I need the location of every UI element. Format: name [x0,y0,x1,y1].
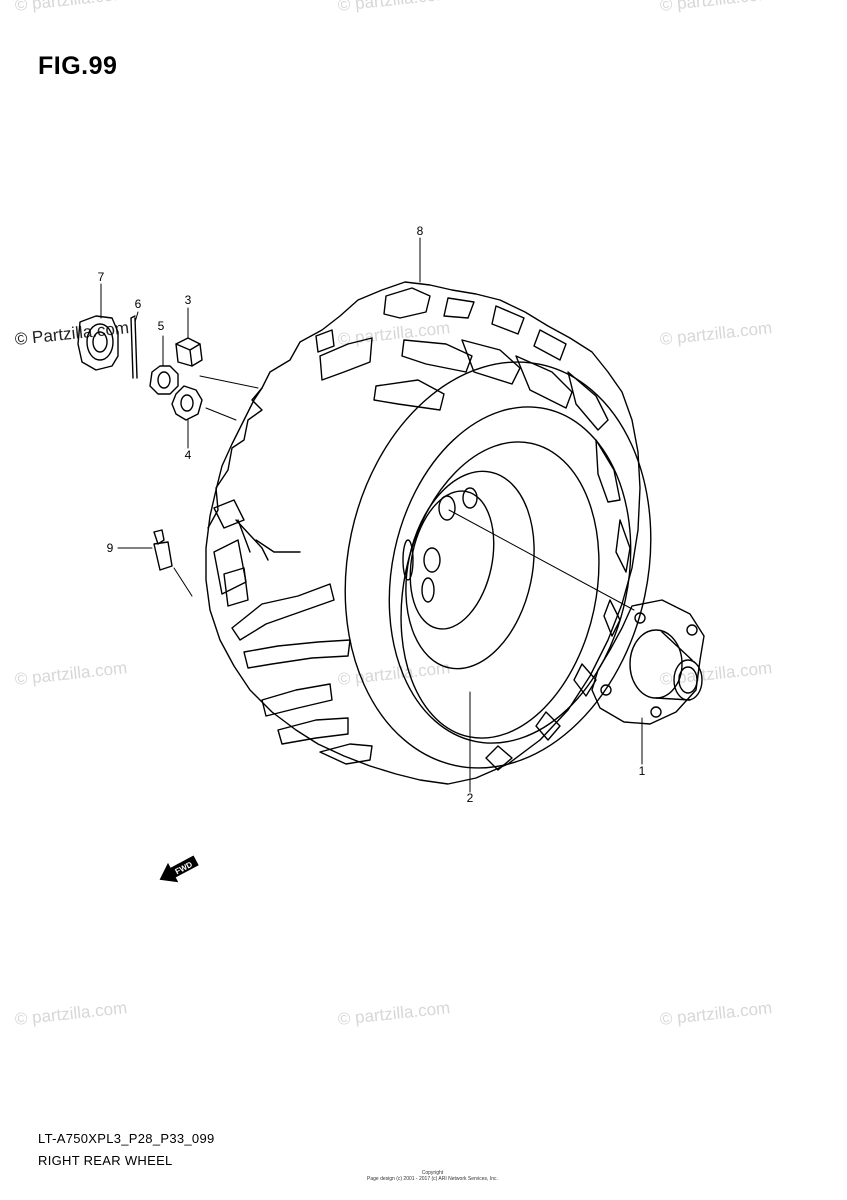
diagram-code: LT-A750XPL3_P28_P33_099 [38,1131,215,1146]
callout-8: 8 [416,224,424,238]
cotter-pin-drawing [130,315,138,379]
tire-drawing [205,281,652,785]
copyright-line-1: Copyright [421,1170,444,1176]
valve-stem-drawing [153,529,173,571]
callout-9: 9 [106,541,114,555]
callout-7: 7 [97,270,105,284]
diagram-name: RIGHT REAR WHEEL [38,1153,173,1168]
callout-5: 5 [157,319,165,333]
callout-1: 1 [638,764,646,778]
callout-3: 3 [184,293,192,307]
callout-4: 4 [184,448,192,462]
callout-6: 6 [134,297,142,311]
wheel-nut-drawing [175,337,203,367]
callout-2: 2 [466,791,474,805]
leader-lines [100,237,643,793]
lock-washer-drawing [149,365,179,395]
retainer-plate-drawing [171,385,203,421]
axle-nut-drawing [77,315,119,371]
fwd-arrow-icon: FWD [159,855,199,883]
copyright-line-2: Page design (c) 2001 - 2017 (c) ARI Netw… [367,1176,498,1182]
copyright-notice: Copyright Page design (c) 2001 - 2017 (c… [367,1170,498,1182]
hub-drawing [591,599,705,725]
figure-title: FIG.99 [38,52,118,80]
